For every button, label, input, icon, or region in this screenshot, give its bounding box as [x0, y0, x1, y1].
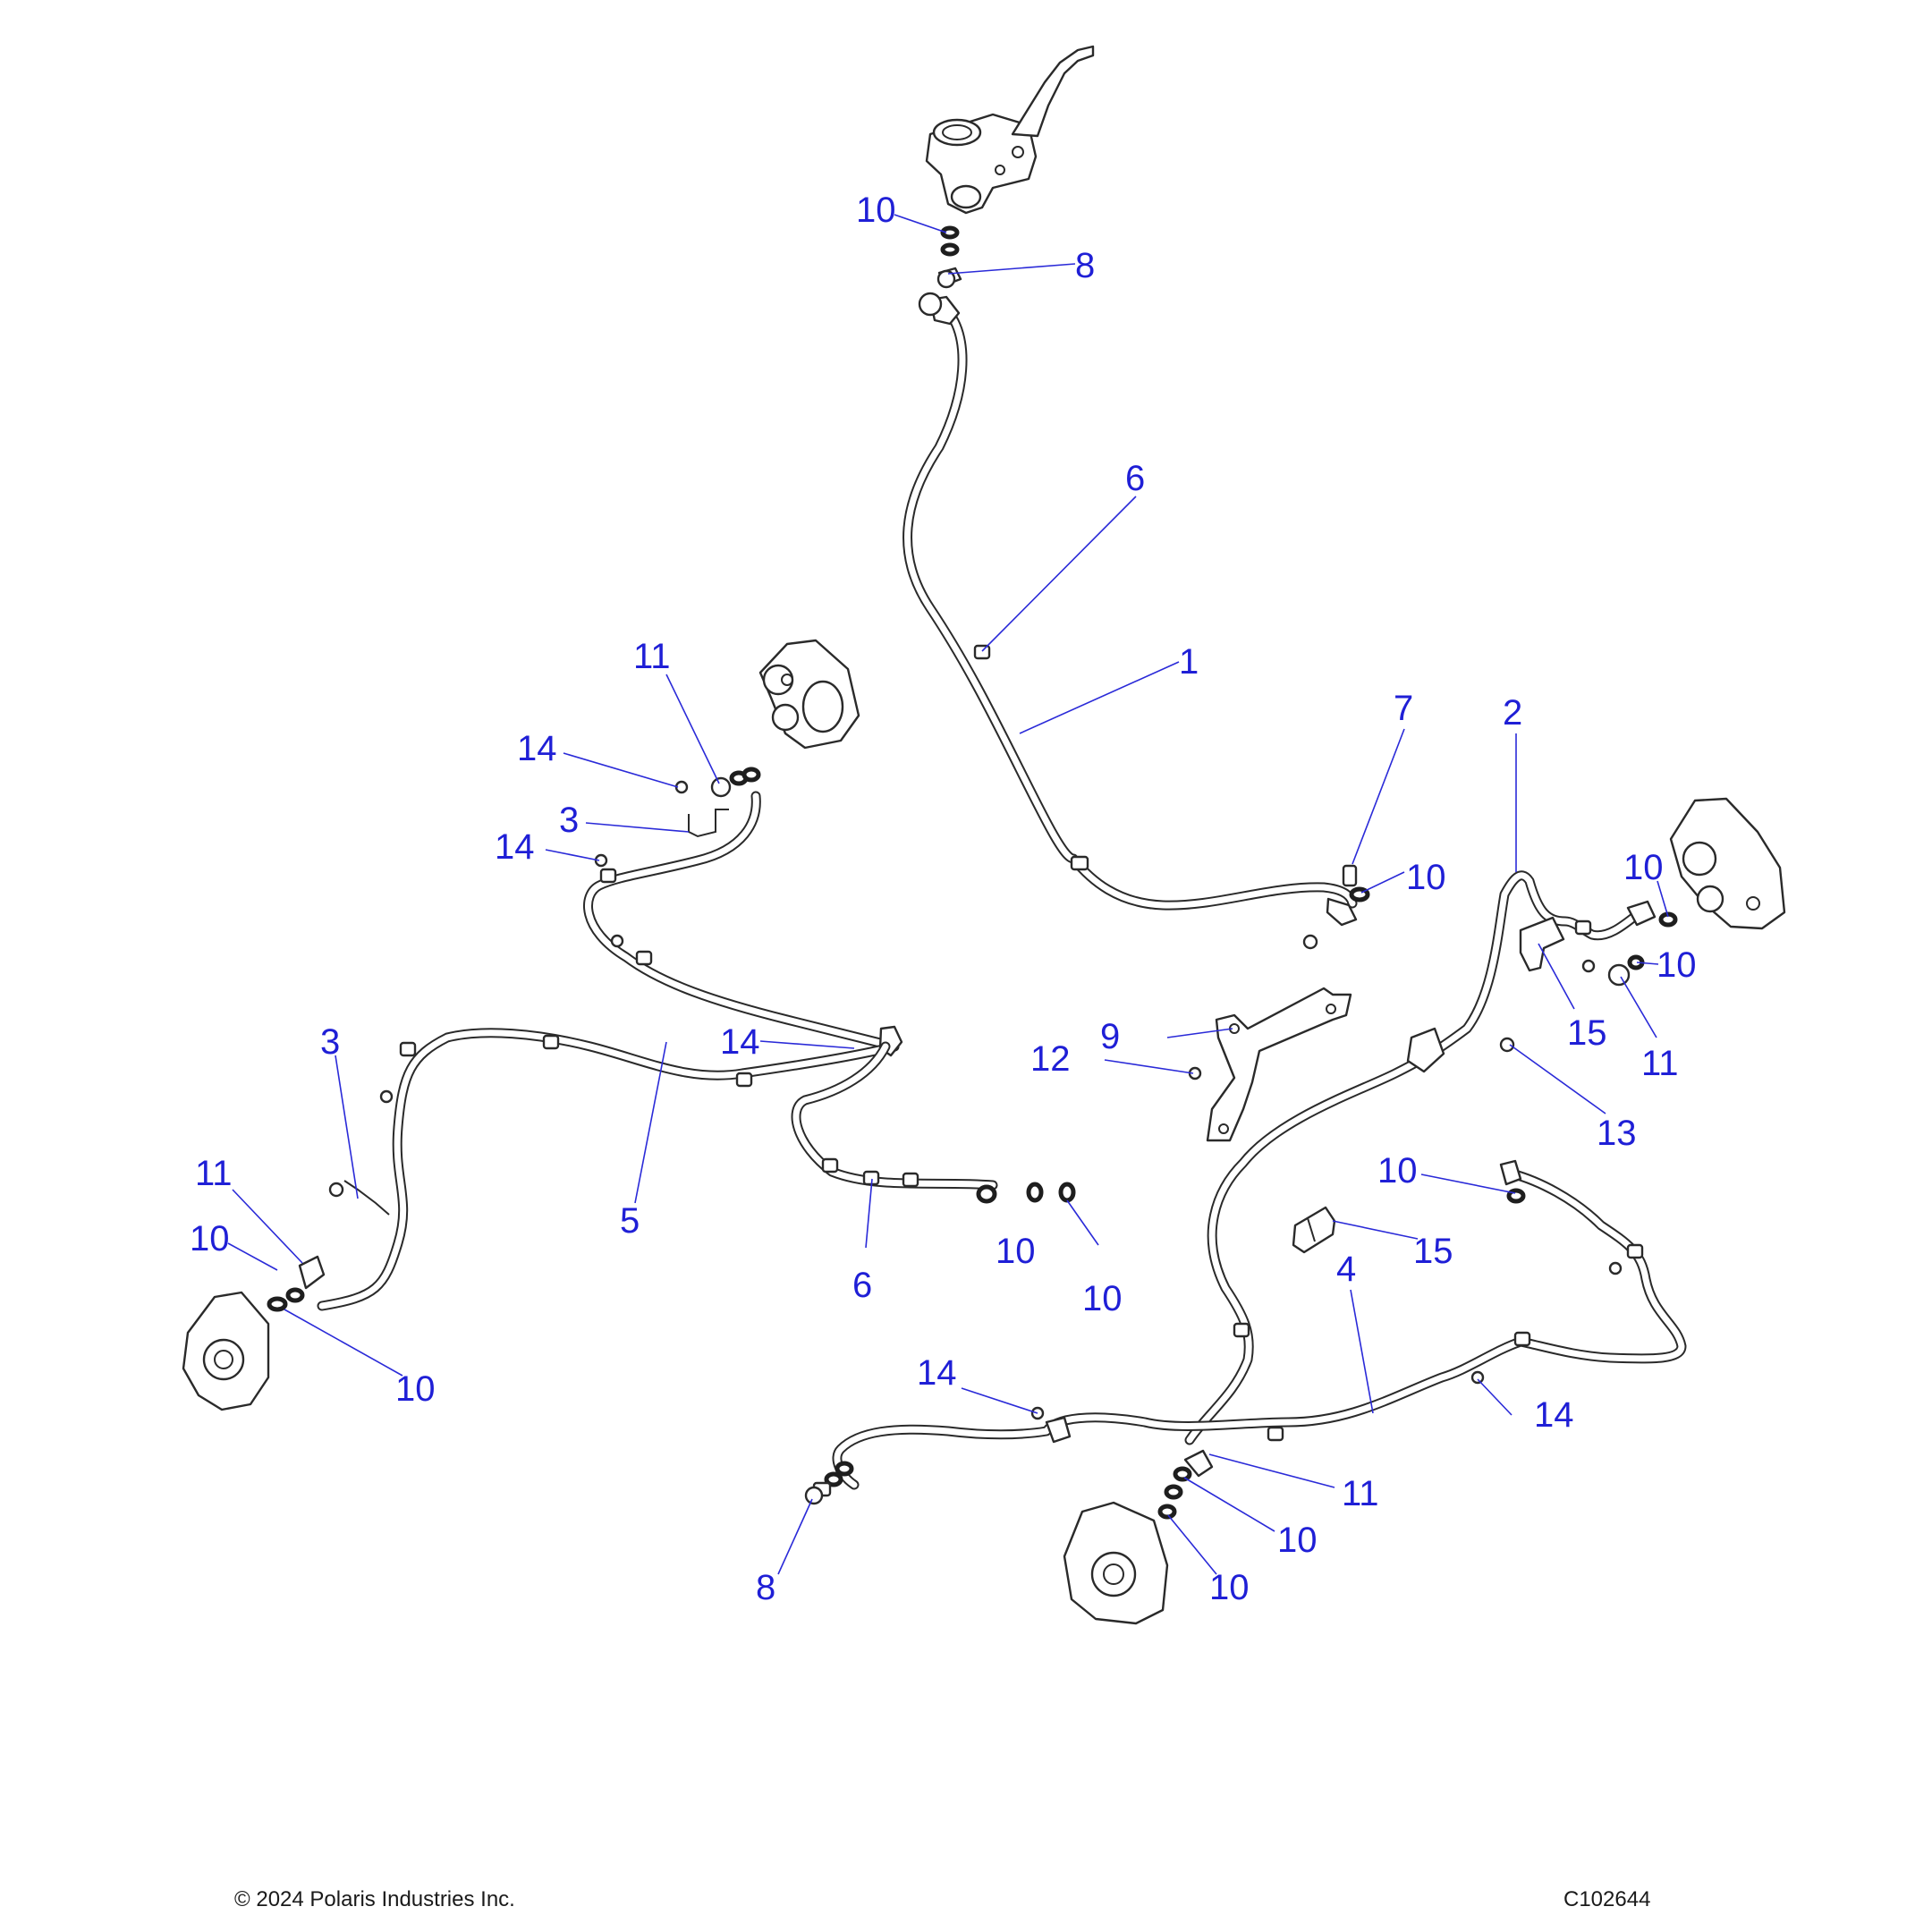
- callout-12: 12: [1030, 1039, 1071, 1079]
- callout-15: 15: [1413, 1232, 1453, 1271]
- brake-hose-4: [832, 1159, 1687, 1490]
- callout-3: 3: [320, 1022, 340, 1062]
- callout-7: 7: [1394, 689, 1413, 728]
- callout-10: 10: [1623, 848, 1664, 887]
- callout-9: 9: [1100, 1017, 1120, 1056]
- front-right-caliper: [1669, 797, 1786, 930]
- brake-hose-1: [902, 292, 1358, 927]
- callout-3: 3: [559, 801, 579, 840]
- callout-10: 10: [190, 1219, 230, 1258]
- callout-10: 10: [1277, 1521, 1318, 1560]
- callout-14: 14: [720, 1022, 760, 1062]
- diagram-code: C102644: [1563, 1887, 1651, 1911]
- callout-11: 11: [1641, 1044, 1679, 1083]
- brake-hose-5: [317, 791, 903, 1311]
- rear-right-caliper: [1063, 1449, 1214, 1625]
- callout-8: 8: [1075, 246, 1095, 285]
- brake-hose-6-lower: [791, 1041, 1076, 1204]
- front-left-caliper: [758, 639, 860, 750]
- callout-6: 6: [852, 1266, 872, 1305]
- callout-8: 8: [756, 1568, 775, 1607]
- copyright-text: © 2024 Polaris Industries Inc.: [234, 1887, 515, 1911]
- brake-hose-2: [1184, 870, 1657, 1445]
- callout-14: 14: [917, 1353, 957, 1393]
- callout-4: 4: [1336, 1250, 1356, 1289]
- callout-15: 15: [1567, 1013, 1607, 1053]
- callout-13: 13: [1597, 1114, 1637, 1153]
- callout-10: 10: [1657, 945, 1697, 985]
- callout-2: 2: [1503, 693, 1522, 733]
- top-washers-and-banjo-bolt: [936, 225, 962, 289]
- master-cylinder-assembly: [925, 45, 1095, 215]
- bottom-banjo-bolt-and-washers: [804, 1461, 854, 1505]
- callout-10: 10: [1377, 1151, 1418, 1191]
- callout-14: 14: [495, 827, 535, 867]
- callout-14: 14: [517, 729, 557, 768]
- bracket-9: [1188, 987, 1352, 1142]
- callout-10: 10: [1406, 858, 1446, 897]
- rear-left-caliper: [182, 1089, 394, 1411]
- upper-left-fittings: [594, 767, 761, 948]
- leader-lines: [227, 214, 1669, 1575]
- callout-11: 11: [1342, 1474, 1379, 1513]
- right-upper-fittings: [1499, 911, 1678, 1053]
- callout-5: 5: [620, 1201, 640, 1241]
- clip-15: [1292, 1206, 1336, 1254]
- callout-11: 11: [633, 637, 671, 676]
- callout-10: 10: [996, 1232, 1036, 1271]
- callout-6: 6: [1125, 459, 1145, 498]
- callout-10: 10: [395, 1369, 436, 1409]
- callout-14: 14: [1534, 1395, 1574, 1435]
- callout-11: 11: [195, 1154, 233, 1193]
- callout-numbers: 10 8 6 1 7 10 11 14 3 14 14 3 5 11 10 10…: [190, 191, 1697, 1607]
- callout-10: 10: [1209, 1568, 1250, 1607]
- callout-10: 10: [1082, 1279, 1123, 1318]
- callout-10: 10: [856, 191, 896, 230]
- callout-1: 1: [1179, 642, 1199, 682]
